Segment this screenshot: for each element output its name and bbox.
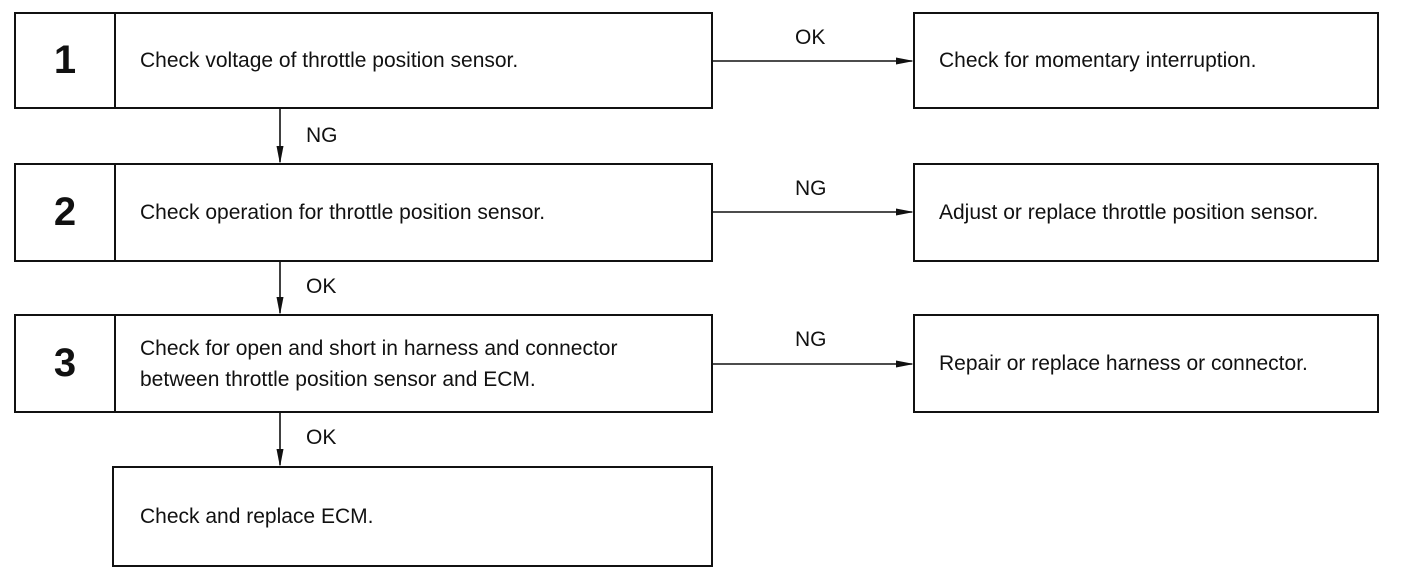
result-1-box: Check for momentary interruption. <box>913 12 1379 109</box>
final-step-text: Check and replace ECM. <box>140 505 374 528</box>
result-3-box: Repair or replace harness or connector. <box>913 314 1379 413</box>
arrowhead-right-3 <box>896 360 914 368</box>
final-step-box: Check and replace ECM. <box>112 466 713 567</box>
step-1-text: Check voltage of throttle position senso… <box>140 49 519 72</box>
label-step1-down: NG <box>306 124 338 147</box>
step-2-text: Check operation for throttle position se… <box>140 201 546 224</box>
arrowhead-down-1 <box>276 146 284 164</box>
label-step2-down: OK <box>306 275 337 298</box>
label-step1-right: OK <box>795 26 826 49</box>
arrowhead-down-2 <box>276 297 284 315</box>
label-step2-right: NG <box>795 177 827 200</box>
arrowhead-right-2 <box>896 208 914 216</box>
result-3-text: Repair or replace harness or connector. <box>939 352 1308 375</box>
result-2-box: Adjust or replace throttle position sens… <box>913 163 1379 262</box>
result-2-text: Adjust or replace throttle position sens… <box>939 201 1319 224</box>
label-step3-down: OK <box>306 426 337 449</box>
arrowhead-down-3 <box>276 449 284 467</box>
step-2-box: 2 Check operation for throttle position … <box>14 163 713 262</box>
step-2-number: 2 <box>16 165 116 260</box>
step-3-box: 3 Check for open and short in harness an… <box>14 314 713 413</box>
step-3-text: Check for open and short in harness and … <box>140 336 618 391</box>
step-1-box: 1 Check voltage of throttle position sen… <box>14 12 713 109</box>
label-step3-right: NG <box>795 328 827 351</box>
step-3-number: 3 <box>16 316 116 411</box>
arrowhead-right-1 <box>896 57 914 65</box>
result-1-text: Check for momentary interruption. <box>939 49 1257 72</box>
step-1-number: 1 <box>16 14 116 107</box>
